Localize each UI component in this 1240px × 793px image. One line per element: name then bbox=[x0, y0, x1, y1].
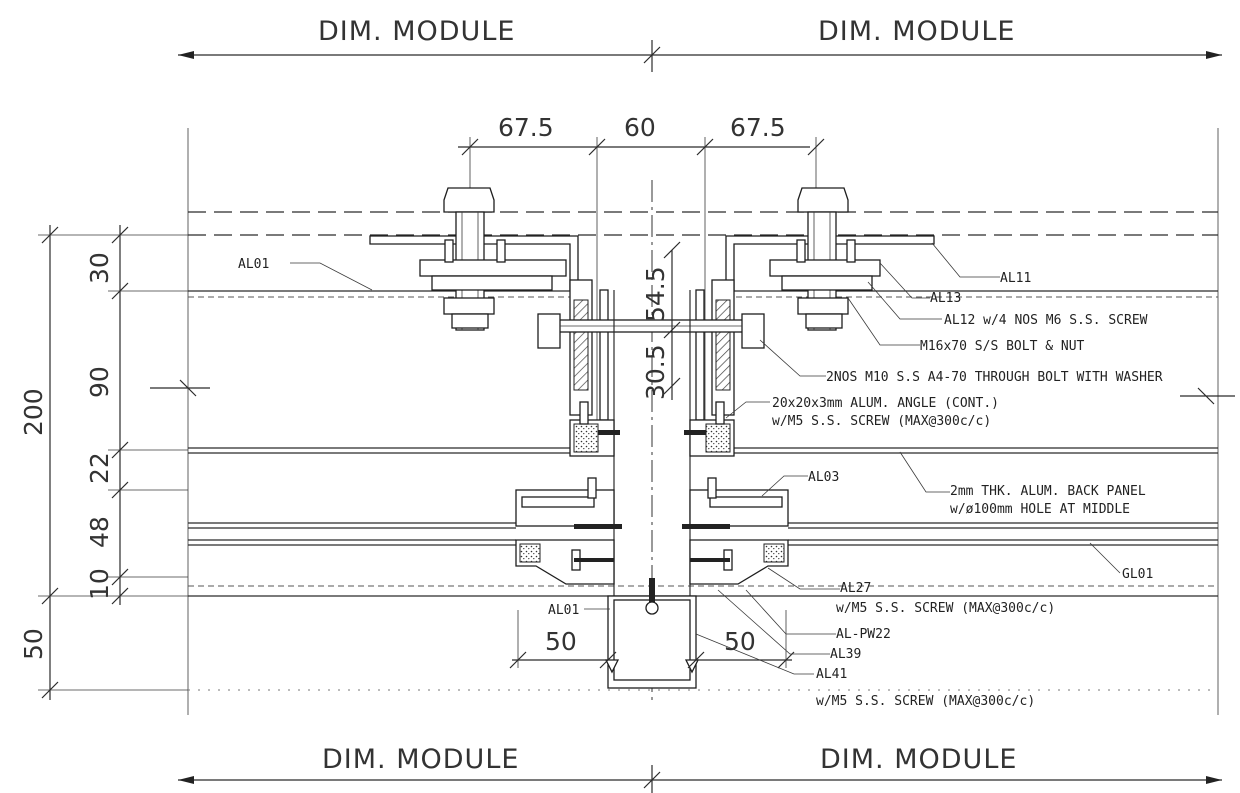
mullion-dimension-lines bbox=[509, 610, 795, 669]
m10-through-bolt bbox=[537, 313, 765, 349]
dim-48: 48 bbox=[85, 516, 114, 548]
label-al41-screw: w/M5 S.S. SCREW (MAX@300c/c) bbox=[816, 694, 1035, 709]
module-label-bottom-left: DIM. MODULE bbox=[322, 744, 519, 775]
dim-22: 22 bbox=[85, 452, 114, 484]
dim-90: 90 bbox=[85, 366, 114, 398]
right-break-symbol bbox=[1180, 387, 1235, 405]
module-label-top-left: DIM. MODULE bbox=[318, 16, 515, 47]
slab-lines bbox=[188, 211, 1218, 298]
mullion-profile bbox=[604, 290, 700, 689]
dim-200: 200 bbox=[19, 388, 48, 436]
dim-30-5: 30.5 bbox=[641, 344, 670, 400]
mullion-vertical-dimension bbox=[663, 241, 681, 400]
label-al39: AL39 bbox=[830, 647, 861, 662]
dim-67-5-right: 67.5 bbox=[730, 113, 786, 142]
left-dimension-chain bbox=[38, 225, 188, 700]
back-panel-lines bbox=[188, 447, 1218, 454]
glass-lines bbox=[188, 522, 1218, 546]
callout-leaders bbox=[290, 242, 1121, 675]
label-al27: AL27 bbox=[840, 581, 871, 596]
module-labels: DIM. MODULE DIM. MODULE DIM. MODULE DIM.… bbox=[318, 16, 1017, 775]
dim-50-mullion-left: 50 bbox=[545, 627, 577, 656]
dim-50-mullion-right: 50 bbox=[724, 627, 756, 656]
top-dimension-values: 67.5 60 67.5 bbox=[498, 113, 786, 142]
dim-67-5-left: 67.5 bbox=[498, 113, 554, 142]
dim-60: 60 bbox=[624, 113, 656, 142]
right-glazing-assembly bbox=[682, 401, 789, 585]
right-m16-bolt bbox=[769, 187, 881, 331]
label-m16-bolt: M16x70 S/S BOLT & NUT bbox=[920, 339, 1085, 354]
label-through-bolt: 2NOS M10 S.S A4-70 THROUGH BOLT WITH WAS… bbox=[826, 370, 1163, 385]
module-label-bottom-right: DIM. MODULE bbox=[820, 744, 1017, 775]
label-gl01: GL01 bbox=[1122, 567, 1153, 582]
module-label-top-right: DIM. MODULE bbox=[818, 16, 1015, 47]
label-al01-mullion: AL01 bbox=[548, 603, 579, 618]
left-dimension-values: 200 30 90 22 48 10 50 bbox=[19, 252, 114, 660]
right-bracket bbox=[695, 235, 935, 421]
mullion-dimension-values: 50 50 bbox=[545, 627, 756, 656]
top-module-dimension bbox=[178, 40, 1222, 72]
label-alum-angle-screw: w/M5 S.S. SCREW (MAX@300c/c) bbox=[772, 414, 991, 429]
label-back-panel: 2mm THK. ALUM. BACK PANEL bbox=[950, 484, 1146, 499]
lower-lines bbox=[188, 585, 1218, 691]
dim-54-5: 54.5 bbox=[641, 266, 670, 322]
center-dimension-values: 30.5 54.5 bbox=[641, 266, 670, 400]
label-al13: AL13 bbox=[930, 291, 961, 306]
dim-30: 30 bbox=[85, 252, 114, 284]
left-break-symbol bbox=[150, 379, 210, 397]
label-al-pw22: AL-PW22 bbox=[836, 627, 891, 642]
label-al27-screw: w/M5 S.S. SCREW (MAX@300c/c) bbox=[836, 601, 1055, 616]
dim-50-left: 50 bbox=[19, 628, 48, 660]
callout-labels: AL01 AL11 AL13 AL12 w/4 NOS M6 S.S. SCRE… bbox=[238, 257, 1163, 709]
label-back-panel-hole: w/ø100mm HOLE AT MIDDLE bbox=[950, 502, 1130, 517]
label-al41: AL41 bbox=[816, 667, 847, 682]
label-al12: AL12 w/4 NOS M6 S.S. SCREW bbox=[944, 313, 1148, 328]
label-al11: AL11 bbox=[1000, 271, 1031, 286]
bottom-module-dimension bbox=[178, 765, 1222, 793]
left-m16-bolt bbox=[419, 187, 567, 331]
left-glazing-assembly bbox=[515, 401, 622, 585]
label-alum-angle: 20x20x3mm ALUM. ANGLE (CONT.) bbox=[772, 396, 999, 411]
dim-10: 10 bbox=[85, 568, 114, 600]
label-al01-left: AL01 bbox=[238, 257, 269, 272]
label-al03: AL03 bbox=[808, 470, 839, 485]
